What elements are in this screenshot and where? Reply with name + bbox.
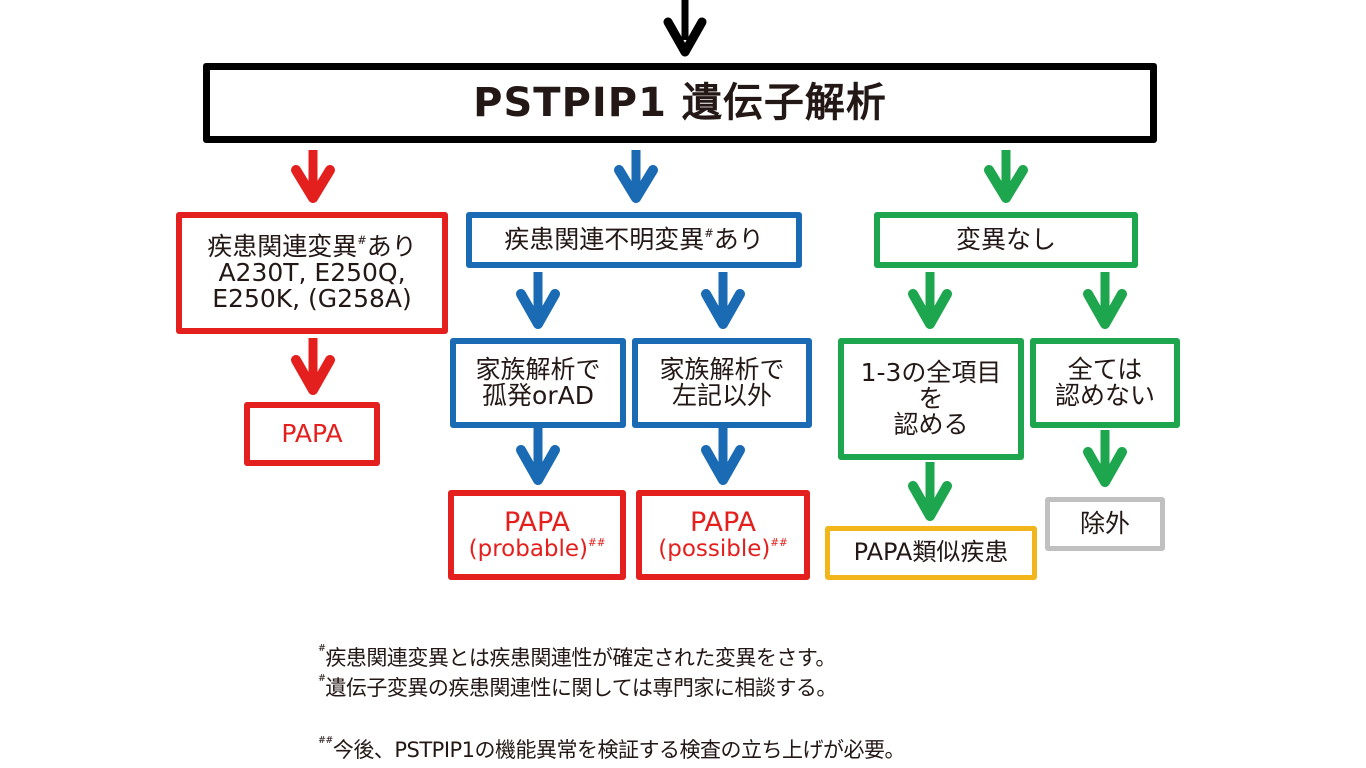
variants-line-2: E250K, (G258A) bbox=[212, 284, 412, 314]
double-hash-mark: ## bbox=[770, 537, 788, 550]
result-papa-possible: PAPA (possible)## bbox=[636, 490, 810, 580]
arrow-family-right-to-result bbox=[701, 428, 745, 485]
arrow-to-none bbox=[984, 150, 1028, 203]
node-confirmed-variant: 疾患関連変異#あり A230T, E250Q, E250K, (G258A) bbox=[176, 212, 448, 334]
arrow-none-right bbox=[1083, 272, 1127, 329]
result-papa-probable: PAPA (probable)## bbox=[448, 490, 626, 580]
double-hash-mark: ## bbox=[588, 537, 606, 550]
node-all-items-met: 1-3の全項目 を 認める bbox=[838, 338, 1024, 460]
arrow-none-left bbox=[908, 272, 952, 329]
hash-mark: # bbox=[704, 227, 714, 240]
variants-line-1: A230T, E250Q, bbox=[218, 257, 406, 287]
node-not-all-met: 全ては 認めない bbox=[1030, 338, 1180, 428]
footnote-1: #疾患関連変異とは疾患関連性が確定された変異をさす。 bbox=[318, 642, 836, 670]
node-family-other: 家族解析で 左記以外 bbox=[632, 338, 812, 428]
node-family-sporadic-or-ad: 家族解析で 孤発orAD bbox=[450, 338, 626, 428]
arrow-to-unknown bbox=[614, 150, 658, 203]
arrow-into-root bbox=[663, 0, 707, 57]
confirmed-label: 疾患関連変異#あり bbox=[207, 231, 417, 261]
hash-mark: # bbox=[357, 233, 367, 247]
arrow-confirmed-to-papa bbox=[291, 338, 335, 395]
arrow-unknown-right bbox=[701, 272, 745, 329]
result-papa: PAPA bbox=[244, 402, 380, 466]
arrow-to-confirmed bbox=[291, 150, 335, 203]
arrow-not-all-to-excluded bbox=[1083, 430, 1127, 487]
node-unknown-variant: 疾患関連不明変異#あり bbox=[466, 212, 802, 268]
arrow-all-items-to-similar bbox=[908, 462, 952, 521]
result-excluded: 除外 bbox=[1045, 497, 1165, 551]
result-papa-similar-disease: PAPA類似疾患 bbox=[825, 526, 1037, 580]
node-no-variant: 変異なし bbox=[874, 212, 1138, 268]
footnote-3: ##今後、PSTPIP1の機能異常を検証する検査の立ち上げが必要。 bbox=[318, 734, 906, 762]
root-node-gene-analysis: PSTPIP1 遺伝子解析 bbox=[203, 63, 1157, 143]
arrow-family-left-to-result bbox=[516, 428, 560, 485]
footnote-2: #遺伝子変異の疾患関連性に関しては専門家に相談する。 bbox=[318, 672, 837, 700]
root-label: PSTPIP1 遺伝子解析 bbox=[473, 80, 887, 126]
arrow-unknown-left bbox=[516, 272, 560, 329]
